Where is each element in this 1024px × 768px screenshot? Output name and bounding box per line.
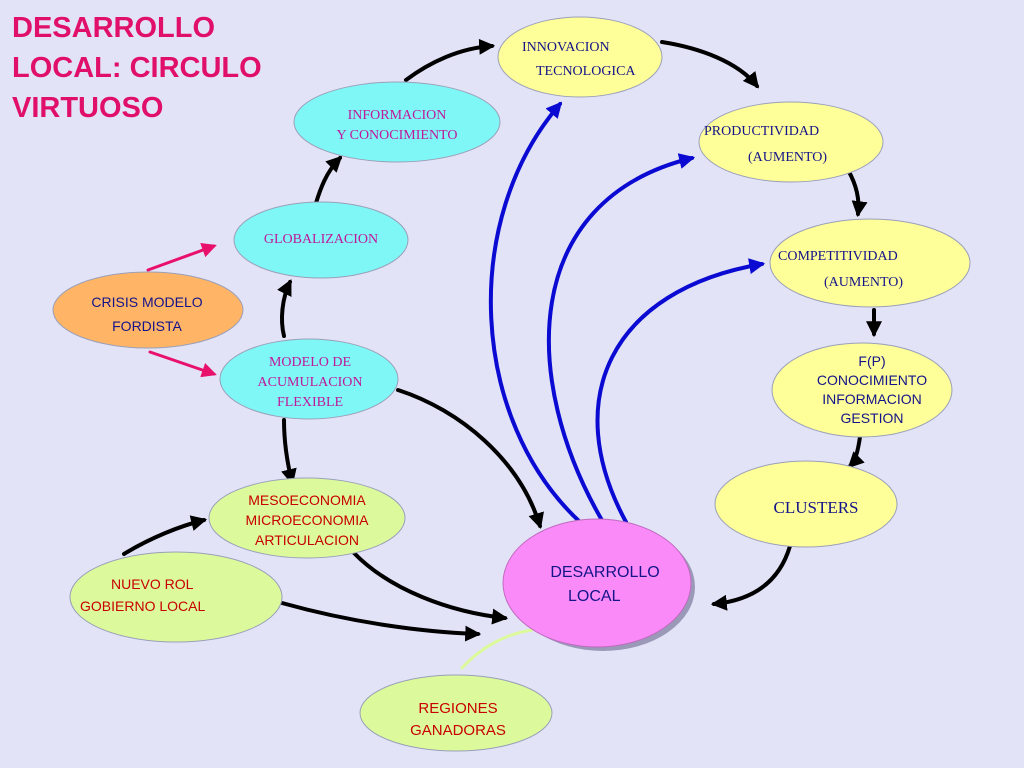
label-factores: F(P) CONOCIMIENTO INFORMACION GESTION xyxy=(790,352,954,428)
label-informacion: INFORMACION Y CONOCIMIENTO xyxy=(308,106,486,146)
label-informacion-line1: INFORMACION xyxy=(347,108,447,123)
node-nuevo-rol xyxy=(69,551,283,643)
label-crisis-line2: FORDISTA xyxy=(112,318,182,334)
label-globalizacion: GLOBALIZACION xyxy=(236,230,406,250)
arrow-modelo-globalizacion xyxy=(277,279,292,338)
label-informacion-line2: Y CONOCIMIENTO xyxy=(336,128,458,143)
node-regiones xyxy=(359,674,553,752)
label-competitividad-line1: COMPETITIVIDAD xyxy=(778,249,898,264)
label-meso-line2: MICROECONOMIA xyxy=(245,512,369,528)
node-globalizacion xyxy=(233,201,409,279)
label-competitividad: COMPETITIVIDAD (AUMENTO) xyxy=(774,247,954,293)
label-nuevo-rol: NUEVO ROL GOBIERNO LOCAL xyxy=(76,574,246,616)
label-innovacion: INNOVACION TECNOLOGICA xyxy=(510,38,650,82)
node-modelo xyxy=(219,338,399,420)
arrow-crisis-modelo xyxy=(148,350,217,378)
label-meso: MESOECONOMIA MICROECONOMIA ARTICULACION xyxy=(220,490,394,550)
connector-regiones-desarrollo xyxy=(460,628,534,670)
arrow-desarrollo-competitividad xyxy=(595,258,766,524)
title-line-1: DESARROLLO xyxy=(12,12,215,44)
node-clusters xyxy=(714,460,898,548)
label-factores-line3: INFORMACION xyxy=(822,391,922,407)
arrow-clusters-desarrollo xyxy=(710,544,792,611)
label-productividad-line1: PRODUCTIVIDAD xyxy=(704,124,820,139)
label-competitividad-line2: (AUMENTO) xyxy=(824,275,904,290)
label-meso-line1: MESOECONOMIA xyxy=(248,492,366,508)
page-title: DESARROLLO LOCAL: CIRCULO VIRTUOSO xyxy=(12,8,262,128)
arrow-productividad-competitividad xyxy=(846,168,868,218)
label-modelo: MODELO DE ACUMULACION FLEXIBLE xyxy=(228,353,392,413)
arrow-innovacion-productividad xyxy=(660,40,759,89)
label-meso-line3: ARTICULACION xyxy=(255,532,359,548)
label-modelo-line3: FLEXIBLE xyxy=(276,395,344,410)
arrow-nuevorol-meso xyxy=(122,515,208,556)
label-factores-line2: CONOCIMIENTO xyxy=(816,372,928,388)
arrow-modelo-desarrollo xyxy=(396,388,544,530)
arrow-desarrollo-productividad xyxy=(547,153,696,524)
label-clusters-line1: CLUSTERS xyxy=(773,498,859,517)
label-crisis-line1: CRISIS MODELO xyxy=(91,294,203,310)
node-informacion xyxy=(293,81,501,163)
label-modelo-line2: ACUMULACION xyxy=(257,375,363,390)
node-competitividad xyxy=(769,218,971,308)
label-desarrollo-line2: LOCAL xyxy=(568,588,621,605)
node-crisis xyxy=(52,271,244,349)
arrow-informacion-innovacion xyxy=(404,38,496,82)
label-innovacion-line2: TECNOLOGICA xyxy=(536,64,636,79)
arrow-nuevorol-desarrollo xyxy=(280,601,482,642)
label-factores-line4: GESTION xyxy=(840,410,904,426)
label-regiones: REGIONES GANADORAS xyxy=(376,698,540,742)
arrow-crisis-globalizacion xyxy=(146,243,217,272)
arrow-factores-clusters xyxy=(847,435,865,469)
label-globalizacion-line1: GLOBALIZACION xyxy=(263,232,379,247)
label-regiones-line1: REGIONES xyxy=(418,700,498,717)
arrow-modelo-meso xyxy=(281,418,297,486)
node-meso xyxy=(208,477,406,559)
label-desarrollo: DESARROLLO LOCAL xyxy=(520,561,690,609)
node-factores xyxy=(771,342,953,438)
title-line-3: VIRTUOSO xyxy=(12,92,164,124)
label-nuevo-rol-line2: GOBIERNO LOCAL xyxy=(80,598,206,614)
label-productividad: PRODUCTIVIDAD (AUMENTO) xyxy=(700,122,870,168)
label-crisis: CRISIS MODELO FORDISTA xyxy=(62,292,232,336)
label-productividad-line2: (AUMENTO) xyxy=(748,150,828,165)
label-clusters: CLUSTERS xyxy=(740,498,892,518)
label-desarrollo-line1: DESARROLLO xyxy=(550,564,660,581)
arrow-desarrollo-innovacion xyxy=(488,101,582,524)
arrow-meso-desarrollo xyxy=(352,551,509,625)
node-desarrollo xyxy=(502,518,692,648)
label-factores-line1: F(P) xyxy=(858,353,886,369)
label-modelo-line1: MODELO DE xyxy=(268,355,352,370)
label-nuevo-rol-line1: NUEVO ROL xyxy=(111,576,194,592)
label-innovacion-line1: INNOVACION xyxy=(522,40,610,55)
title-line-2: LOCAL: CIRCULO xyxy=(12,52,262,84)
node-innovacion xyxy=(497,16,663,98)
label-regiones-line2: GANADORAS xyxy=(410,722,506,739)
arrow-globalizacion-informacion xyxy=(314,155,343,205)
node-productividad xyxy=(698,101,884,183)
